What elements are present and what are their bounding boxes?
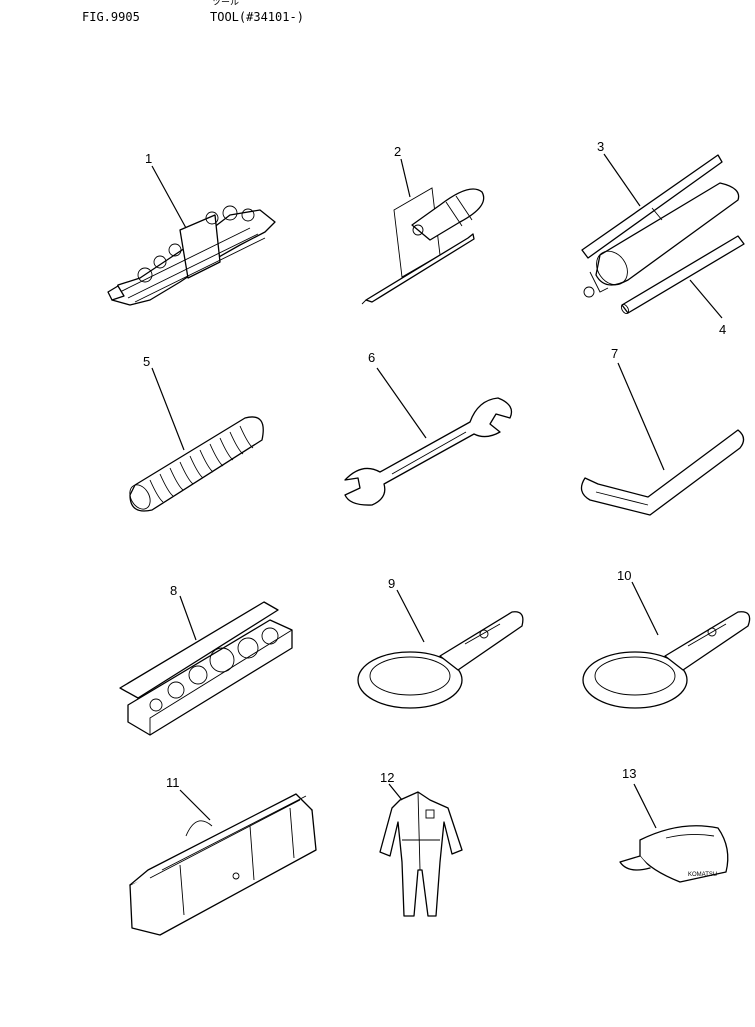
part-12-coveralls	[379, 791, 463, 917]
part-2-screwdriver	[361, 187, 485, 305]
leader-3	[603, 153, 641, 207]
part-11-tool-bag	[129, 793, 317, 936]
callout-9: 9	[388, 576, 395, 591]
callout-3: 3	[597, 139, 604, 154]
leader-13	[633, 783, 657, 829]
callout-8: 8	[170, 583, 177, 598]
callout-5: 5	[143, 354, 150, 369]
callout-2: 2	[394, 144, 401, 159]
part-13-cap: KOMATSU	[619, 825, 729, 883]
leader-12	[388, 783, 403, 801]
part-4-rod	[620, 235, 745, 315]
callout-7: 7	[611, 346, 618, 361]
callout-13: 13	[622, 766, 636, 781]
figure-title: TOOL(#34101-)	[210, 10, 304, 24]
figure-number: FIG.9905	[82, 10, 140, 24]
part-7-hex-key	[580, 429, 745, 516]
part-3-grease-gun	[581, 154, 740, 298]
callout-6: 6	[368, 350, 375, 365]
leader-8	[179, 595, 197, 641]
callout-12: 12	[380, 770, 394, 785]
leader-11	[179, 789, 211, 821]
leader-9	[396, 589, 425, 643]
leader-7	[617, 362, 665, 471]
leader-2	[400, 158, 411, 198]
callout-4: 4	[719, 322, 726, 337]
callout-10: 10	[617, 568, 631, 583]
part-8-socket-case	[119, 601, 293, 736]
leader-5	[151, 367, 185, 451]
callout-1: 1	[145, 151, 152, 166]
part-5-coil	[129, 416, 264, 512]
leader-4	[689, 279, 723, 319]
svg-text:KOMATSU: KOMATSU	[688, 872, 717, 878]
title-japanese: ツール	[212, 0, 240, 8]
leader-1	[151, 165, 187, 229]
part-1-wrench-set	[107, 205, 276, 306]
part-10-filter-wrench	[582, 611, 751, 709]
leader-6	[376, 367, 427, 439]
callout-11: 11	[166, 775, 180, 790]
leader-10	[631, 581, 659, 636]
part-6-wrench	[344, 397, 513, 506]
part-9-filter-wrench	[357, 611, 524, 709]
